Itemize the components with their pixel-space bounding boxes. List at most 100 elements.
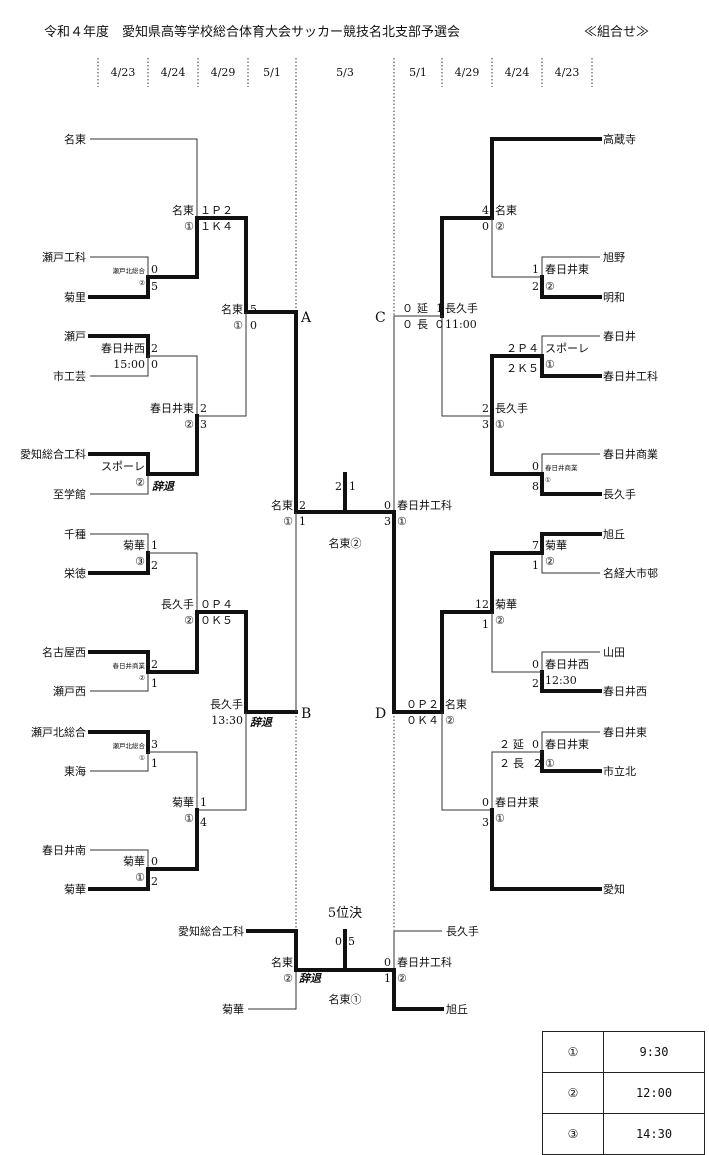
match-label: 12:30 — [545, 674, 577, 687]
match-label: 長久手 — [210, 697, 243, 711]
match-label: ０Ｋ４ — [406, 714, 439, 727]
date-right-2: 4/29 — [455, 66, 480, 79]
slot-marker: ③ — [542, 1113, 604, 1155]
date-right-4: 4/23 — [555, 66, 580, 79]
match-label: 0 — [335, 935, 342, 948]
team-name: 菊華 — [222, 1003, 244, 1016]
match-label: 2 — [532, 677, 539, 690]
match-label: 春日井西 — [545, 657, 589, 671]
schedule-row: ② 12:00 — [542, 1072, 705, 1114]
team-name: 栄徳 — [64, 566, 86, 580]
schedule-row: ① 9:30 — [542, 1031, 705, 1073]
left-team-list: 名東 瀬戸工科 菊里 瀬戸 市工芸 愛知総合工科 至学館 千種 栄徳 名古屋西 … — [20, 132, 86, 896]
match-label: 0 — [384, 499, 391, 512]
date-right-1: 5/1 — [409, 66, 427, 79]
match-label: 15:00 — [113, 358, 145, 371]
match-label: 1 — [482, 618, 489, 631]
match-label: ② — [545, 555, 555, 568]
match-label: 春日井東 — [150, 401, 194, 415]
team-name: 愛知総合工科 — [178, 924, 244, 938]
match-label: 5 — [151, 280, 158, 293]
team-name: 愛知総合工科 — [20, 447, 86, 461]
match-label: 春日井商業 — [113, 661, 146, 670]
match-label: 3 — [482, 418, 489, 431]
slot-marker: ② — [542, 1072, 604, 1114]
team-name: 至学館 — [53, 487, 86, 501]
match-label: 瀬戸北総合 — [113, 741, 146, 750]
match-label: ０Ｐ４ — [200, 598, 233, 611]
match-label: 長久手 — [445, 301, 478, 315]
match-label: ２Ｐ４ — [506, 342, 539, 355]
match-label: 0 — [482, 796, 489, 809]
match-label: 名東 — [495, 203, 517, 217]
match-label: 2 — [151, 875, 158, 888]
slot-marker: ① — [542, 1031, 604, 1073]
match-label: 菊華 — [495, 598, 517, 611]
match-label: 春日井商業 — [545, 463, 578, 472]
match-label: ② — [495, 614, 505, 627]
match-label: 長久手 — [495, 401, 528, 415]
bracket-lines — [88, 137, 602, 1011]
match-label: 0 — [384, 956, 391, 969]
match-label: ０ — [434, 318, 445, 331]
match-label: ① — [397, 515, 407, 528]
team-name: 市立北 — [603, 764, 636, 778]
team-name: 春日井 — [603, 329, 636, 343]
right-team-list: 高蔵寺 旭野 明和 春日井 春日井工科 春日井商業 長久手 旭丘 名経大市邨 山… — [603, 132, 658, 896]
match-label: 菊華 — [545, 539, 567, 552]
subtitle: ≪組合せ≫ — [584, 25, 649, 40]
team-name: 瀬戸工科 — [42, 250, 86, 264]
team-name: 旭丘 — [446, 1002, 468, 1016]
match-label: ① — [495, 418, 505, 431]
match-label: 延 — [417, 302, 428, 315]
team-name: 旭丘 — [603, 527, 625, 541]
match-label: 4 — [482, 204, 489, 217]
header: 令和４年度 愛知県高等学校総合体育大会サッカー競技名北支部予選会 ≪組合せ≫ — [44, 24, 649, 40]
match-label: 長 — [513, 757, 524, 770]
match-label: 春日井東 — [495, 795, 539, 809]
team-name: 東海 — [64, 764, 86, 778]
match-label: ① — [233, 319, 243, 332]
date-left-1: 4/23 — [111, 66, 136, 79]
kickoff-time-table: ① 9:30 ② 12:00 ③ 14:30 — [542, 1031, 705, 1155]
block-label-b: B — [301, 706, 311, 722]
match-label: 名東① — [329, 992, 362, 1006]
match-label: 2 — [482, 402, 489, 415]
block-label-d: D — [375, 706, 386, 722]
title: 令和４年度 愛知県高等学校総合体育大会サッカー競技名北支部予選会 — [44, 24, 460, 40]
team-name: 山田 — [603, 646, 625, 659]
match-label: 菊華 — [172, 796, 194, 809]
match-label: 5 — [250, 303, 257, 316]
match-label: 3 — [482, 816, 489, 829]
block-labels: A B C D — [300, 310, 386, 722]
kickoff-time: 9:30 — [603, 1031, 705, 1073]
match-label: ① — [495, 812, 505, 825]
block-label-c: C — [375, 310, 386, 326]
team-name: 市工芸 — [53, 369, 86, 383]
block-label-a: A — [300, 310, 312, 326]
date-center: 5/3 — [336, 66, 354, 79]
schedule-row: ③ 14:30 — [542, 1113, 705, 1155]
match-label: 13:30 — [211, 714, 243, 727]
match-label: 0 — [482, 220, 489, 233]
team-name: 瀬戸北総合 — [31, 725, 86, 739]
match-label: 1 — [151, 757, 158, 770]
match-label: 12 — [475, 598, 489, 611]
match-label: 延 — [513, 738, 524, 751]
match-label: スポーレ — [545, 342, 589, 355]
match-label: 春日井東 — [545, 737, 589, 751]
kickoff-time: 14:30 — [603, 1113, 705, 1155]
team-name: 春日井商業 — [603, 447, 658, 461]
match-label: 名東 — [221, 302, 243, 316]
match-label: ② — [184, 418, 194, 431]
match-label: 辞退 — [299, 972, 322, 985]
team-name: 菊里 — [64, 291, 86, 304]
match-label: 1 — [532, 263, 539, 276]
match-label: 春日井西 — [101, 341, 145, 355]
date-left-3: 4/29 — [211, 66, 236, 79]
team-name: 瀬戸 — [64, 329, 86, 343]
team-name: 春日井南 — [42, 843, 86, 857]
match-label: 辞退 — [250, 716, 273, 729]
match-label: ２ — [532, 757, 543, 770]
